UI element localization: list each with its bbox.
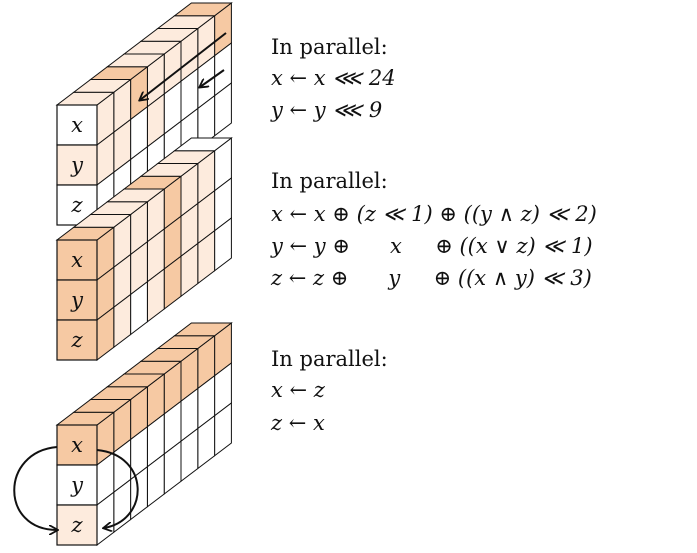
rotate-x-arrow [140,32,227,100]
block2-front-cell [56,279,98,321]
block2-row-label: y [70,288,84,312]
stage1-line-y: y ← y ⋘ 9 [271,98,383,122]
swap-left-arrow [13,446,57,530]
stage1-line-x: x ← x ⋘ 24 [271,66,396,90]
stage2-line-z: z ← z ⊕ y ⊕ ((x ∧ y) ≪ 3) [271,266,592,290]
block2-front-cell [56,239,98,281]
block1-top-cell [173,2,233,17]
block1-row-label: y [70,153,84,177]
arrows-layer [13,32,227,530]
block2-row-label: z [70,328,83,352]
stage3-line-z: z ← x [271,411,325,435]
stage2-line-x: x ← x ⊕ (z ≪ 1) ⊕ ((y ∧ z) ≪ 2) [271,202,597,226]
block3-front-cell [56,464,98,506]
block3-top-cell [173,322,233,337]
block2-row-label: x [71,248,83,272]
block1-row-label: x [71,113,83,137]
state-block-2: xyz [55,136,233,362]
block3-row-label: y [70,473,84,497]
block1-row-label: z [70,193,83,217]
block3-front-cell [56,504,98,546]
stage1-heading: In parallel: [271,35,388,59]
block2-front-cell [56,319,98,361]
stage3-line-x: x ← z [271,378,325,402]
block2-top-cell [173,137,233,152]
block3-row-label: x [71,433,83,457]
block3-row-label: z [70,513,83,537]
stage2-heading: In parallel: [271,169,388,193]
stage3-heading: In parallel: [271,347,388,371]
stage2-line-y: y ← y ⊕ x ⊕ ((x ∨ z) ≪ 1) [271,234,593,258]
block1-front-cell [56,104,98,146]
rotate-y-arrow [200,69,225,87]
swap-right-arrow [96,449,139,528]
